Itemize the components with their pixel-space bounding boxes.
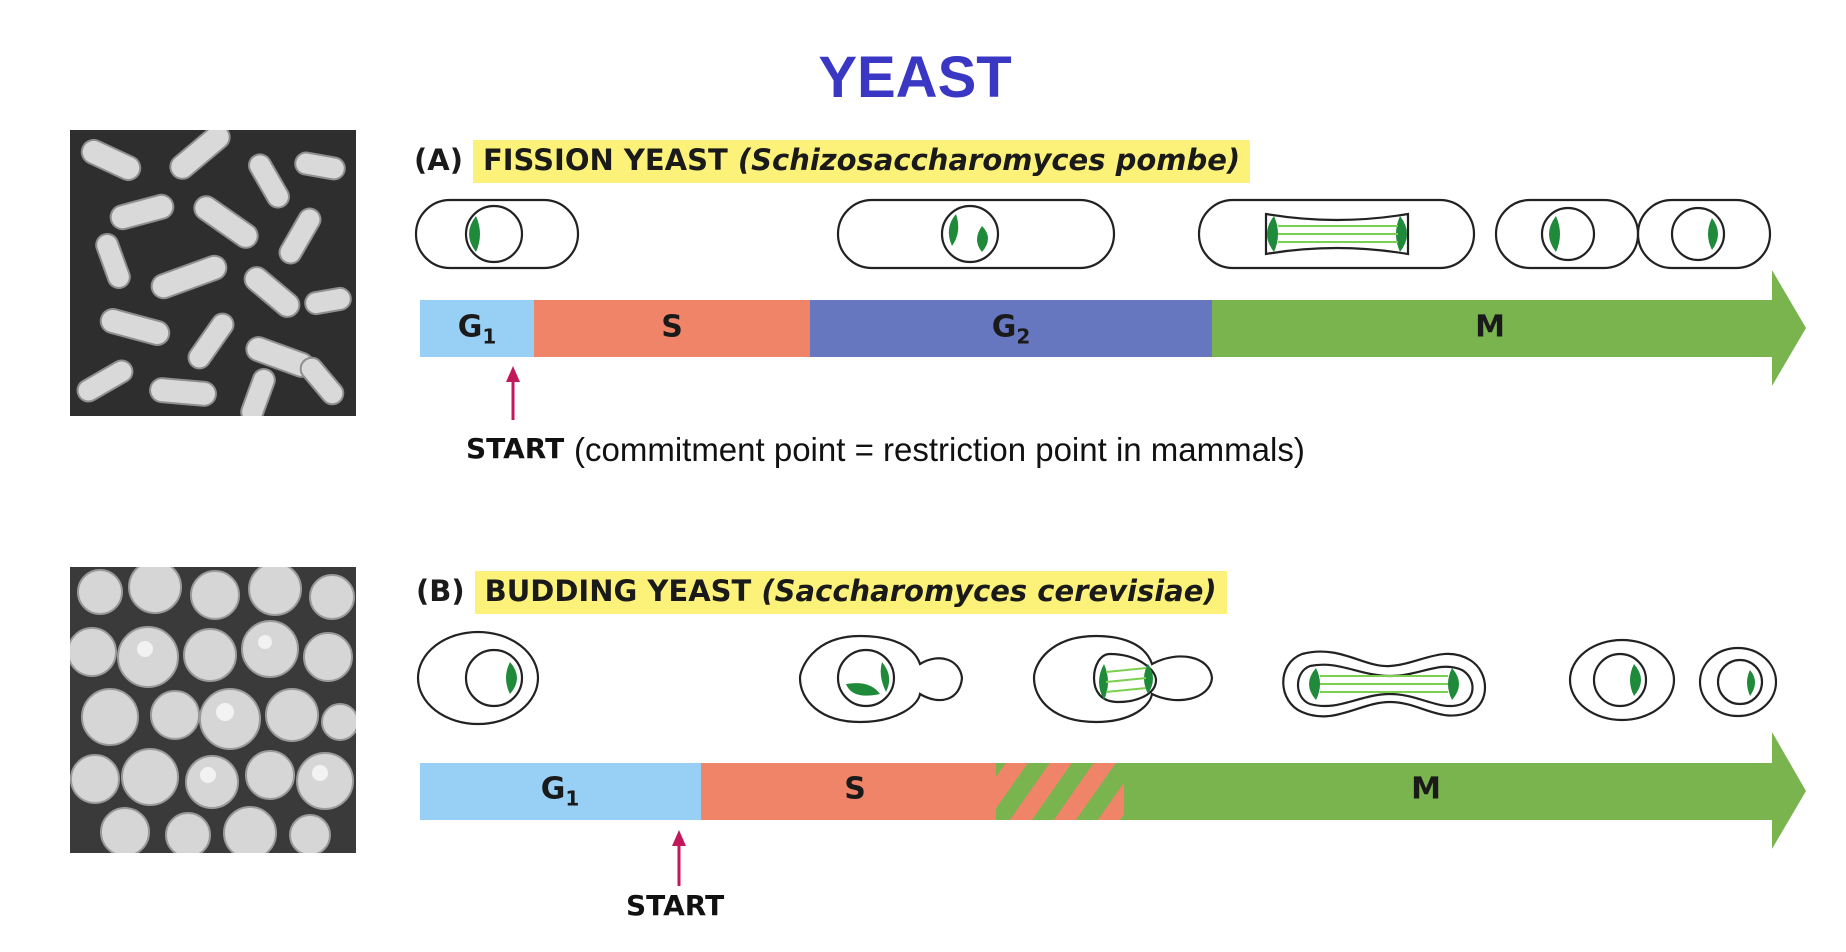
panel-b-label: (B) BUDDING YEAST (Saccharomyces cerevisi… [416, 571, 1227, 614]
panel-a-species: (Schizosaccharomyces pombe) [737, 143, 1241, 177]
fission-cell-divided-left [1494, 198, 1640, 270]
fission-cell-mitosis [1197, 198, 1476, 270]
budding-spindle [1105, 667, 1448, 693]
phase-a-g1-label: G1 [457, 309, 497, 349]
fission-yeast-micrograph [70, 130, 356, 416]
phase-a-s-label: S [661, 309, 683, 345]
panel-b-letter: (B) [416, 574, 465, 608]
panel-a-letter: (A) [414, 143, 463, 177]
panel-b-title-band: BUDDING YEAST (Saccharomyces cerevisiae) [474, 571, 1227, 614]
panel-b-species: (Saccharomyces cerevisiae) [761, 574, 1217, 608]
phase-a-m [1212, 270, 1806, 386]
panel-b-phase-bar [420, 732, 1806, 849]
phase-b-m [1124, 732, 1806, 849]
fission-nuclei [469, 214, 1718, 252]
phase-a-g1 [420, 300, 534, 357]
fission-spindle [1278, 225, 1398, 243]
budding-cells [416, 630, 1778, 726]
panel-a-title-band: FISSION YEAST (Schizosaccharomyces pombe… [472, 140, 1251, 183]
phase-b-g1-label: G1 [540, 771, 580, 811]
phase-a-g2-label: G2 [991, 309, 1031, 349]
phase-a-s [534, 300, 810, 357]
phase-a-m-label: M [1475, 309, 1505, 345]
panel-a-start-arrow [506, 366, 520, 420]
fission-cell-g1 [414, 198, 580, 270]
budding-nuclei [506, 662, 1755, 700]
panel-a-start-label: START [466, 432, 565, 465]
budding-cell-mother [1568, 638, 1676, 722]
panel-b-name: BUDDING YEAST [484, 574, 752, 608]
budding-cell-daughter [1698, 646, 1778, 718]
panel-a-note: (commitment point = restriction point in… [574, 431, 1305, 468]
phase-b-m-label: M [1411, 771, 1441, 807]
panel-a-label: (A) FISSION YEAST (Schizosaccharomyces po… [414, 140, 1251, 183]
panel-a-phase-bar [420, 270, 1806, 386]
budding-cell-s [798, 634, 964, 724]
budding-cell-g1 [416, 630, 540, 726]
phase-b-g1 [420, 763, 701, 820]
phase-b-s-label: S [844, 771, 866, 807]
phase-b-s-m-overlap [996, 763, 1124, 820]
phase-b-s [701, 763, 996, 820]
budding-cell-mitosis-outer [1282, 650, 1486, 718]
panel-b-start-arrow [672, 830, 686, 886]
fission-cell-g2 [836, 198, 1116, 270]
panel-b-start-label: START [626, 889, 725, 922]
budding-cell-mitosis-inner [1296, 663, 1474, 708]
panel-a-name: FISSION YEAST [482, 143, 728, 177]
budding-cell-g2 [1032, 634, 1214, 724]
budding-yeast-micrograph [70, 567, 356, 853]
page-title: YEAST [818, 45, 1012, 110]
fission-cells [414, 198, 1772, 270]
phase-a-g2 [810, 300, 1212, 357]
fission-cell-divided-right [1636, 198, 1772, 270]
